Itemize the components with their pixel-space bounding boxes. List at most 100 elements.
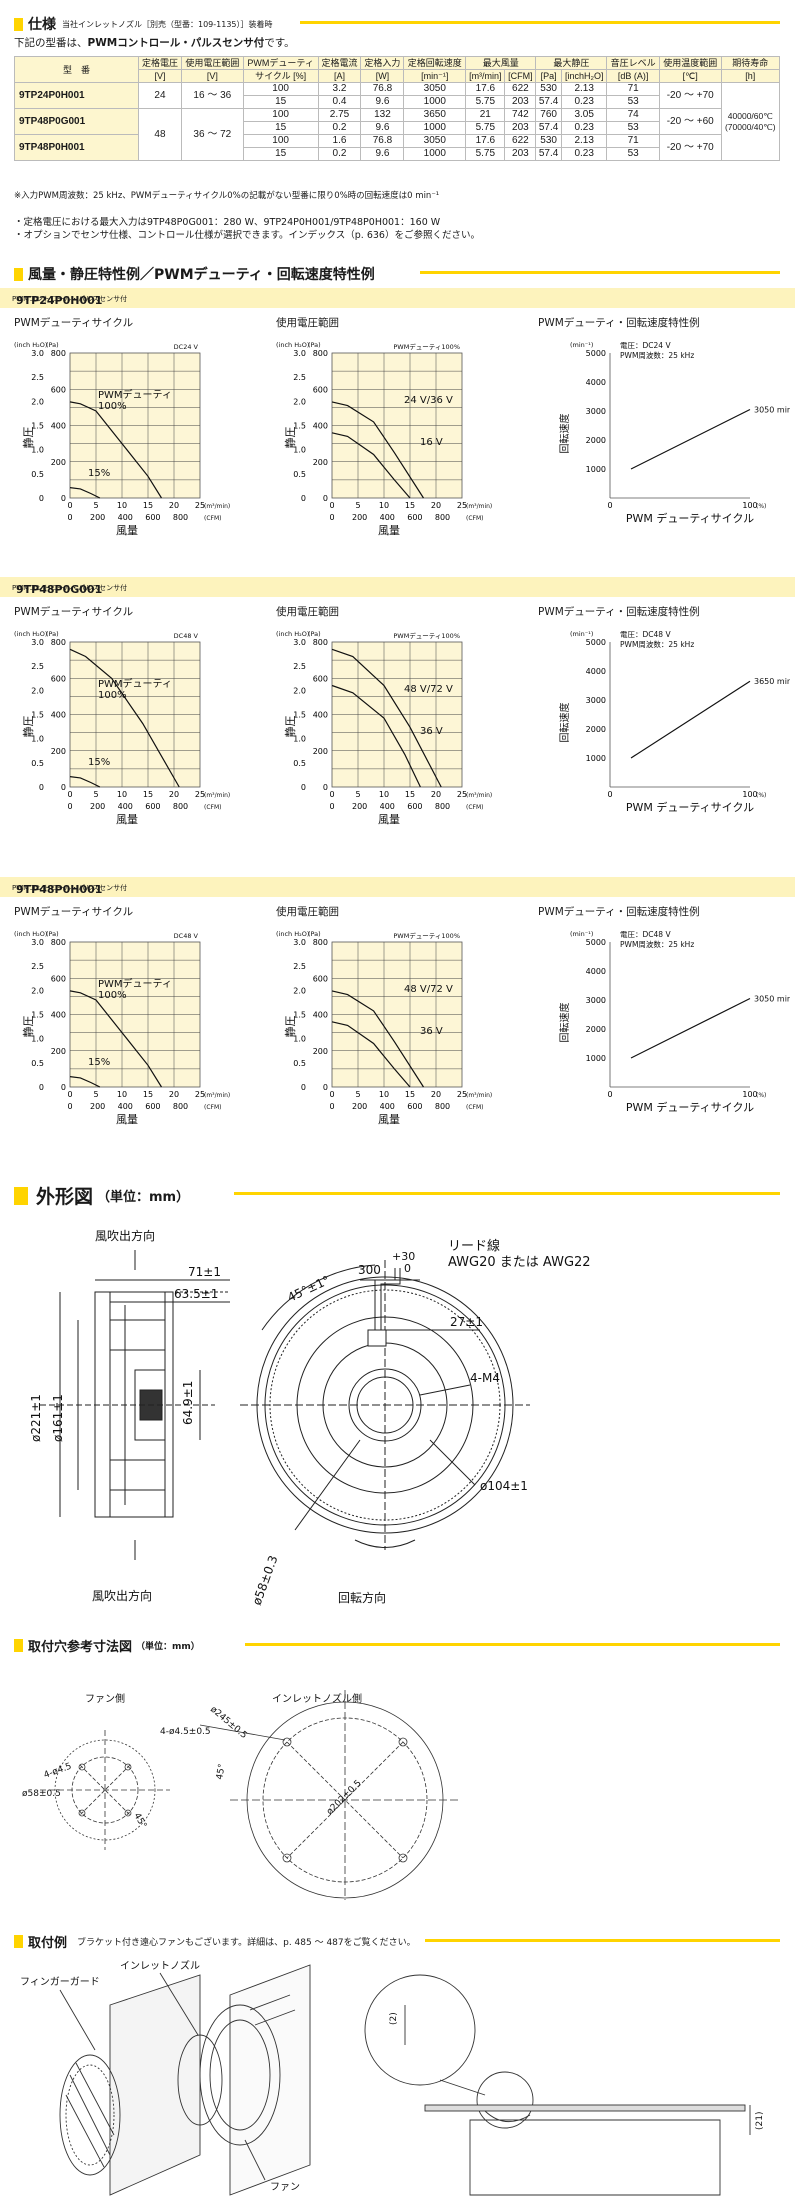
tick-label: 600 <box>407 802 422 811</box>
tick-label: 400 <box>51 422 66 431</box>
th-life: 期待寿命 <box>720 56 781 70</box>
cell: 15 <box>242 95 319 109</box>
tick-label: 0 <box>301 783 306 792</box>
detail-callout <box>364 1974 476 2086</box>
label-lead: リード線 <box>448 1238 500 1254</box>
mount-header: 取付穴参考寸法図 （単位：mm） <box>14 1636 200 1655</box>
example-header: 取付例 ブラケット付き遠心ファンもございます。詳細は、p. 485 ～ 487を… <box>14 1932 416 1951</box>
cell: 760 <box>535 108 562 122</box>
tick-label: 10 <box>117 790 127 799</box>
tick-label: 800 <box>173 802 188 811</box>
curves-header: 風量・静圧特性例／PWMデューティ・回転速度特性例 <box>14 264 375 284</box>
tick-label: 200 <box>352 513 367 522</box>
mount-unit: （単位：mm） <box>136 1642 200 1652</box>
label-pwm-duty: PWMデューティ <box>98 977 172 990</box>
cell: 21 <box>465 108 506 122</box>
tick-label: 20 <box>431 501 441 510</box>
chart-pwm-100: PWMデューティ100% <box>393 342 460 351</box>
x-axis-label: 風量 <box>378 813 400 826</box>
label-volt-hi: 48 V/72 V <box>404 684 453 695</box>
tick-label: 25 <box>195 501 205 510</box>
tick-label: 200 <box>352 1102 367 1111</box>
th-unit: [W] <box>360 69 405 83</box>
outline-drawing: 風吹出方向 風吹出方向 71±1 63.5±1 64.9±1 ø221±1 ø1… <box>29 1228 591 1607</box>
tick-label: 10 <box>117 501 127 510</box>
tick-label: 800 <box>435 1102 450 1111</box>
cell: -20 ～ +60 <box>658 108 722 135</box>
tick-label: 0 <box>67 1102 72 1111</box>
tick-label: 15 <box>405 790 415 799</box>
series-line <box>630 680 751 759</box>
th-model: 型 番 <box>14 56 139 83</box>
tick-label: 25 <box>457 501 467 510</box>
dim-45deg: 45°±1° <box>285 1273 332 1305</box>
tick-label: 600 <box>407 513 422 522</box>
label-volt-hi: 24 V/36 V <box>404 395 453 406</box>
axis-unit: (inch H₂O) <box>14 341 47 349</box>
tick-label: 25 <box>195 1090 205 1099</box>
chart-caption: PWMデューティサイクル <box>14 606 134 618</box>
axis-unit: (inch H₂O) <box>14 930 47 938</box>
chart-voltage: DC24 V <box>174 343 199 351</box>
y-axis-label: 静圧 <box>283 716 297 738</box>
th-unit: [CFM] <box>504 69 537 83</box>
axis-unit: (inch H₂O) <box>14 630 47 638</box>
dim-4x45: 4-ø4.5 <box>43 1762 73 1781</box>
th-voltage-range: 使用電圧範囲 <box>180 56 244 70</box>
outline-title: 外形図 <box>36 1186 94 1208</box>
label-fan-side: ファン側 <box>85 1692 125 1705</box>
tick-label: 2.0 <box>293 397 306 406</box>
tick-label: 0 <box>607 1090 612 1099</box>
tick-label: 1.5 <box>293 422 306 431</box>
model-cell: 9TP48P0H001 <box>14 134 139 161</box>
example-title: 取付例 <box>28 1936 68 1951</box>
label-volt-lo: 16 V <box>420 437 443 448</box>
label-speed-end: 3050 min⁻¹ <box>754 406 790 415</box>
tick-label: 0 <box>329 501 334 510</box>
spec-table: 型 番 定格電圧 使用電圧範囲 PWMデューティ 定格電流 定格入力 定格回転速… <box>14 56 781 161</box>
leader-line <box>419 1384 471 1396</box>
tick-label: 200 <box>313 458 328 467</box>
tick-label: 400 <box>118 1102 133 1111</box>
tick-label: 0 <box>607 790 612 799</box>
table-row: 15 0.4 9.6 1000 5.75 203 57.4 0.23 53 <box>15 95 780 109</box>
label-nozzle-side: インレットノズル側 <box>272 1692 362 1705</box>
cell: 100 <box>242 108 319 122</box>
chart-pwm-100: PWMデューティ100% <box>393 931 460 940</box>
tick-label: 5 <box>355 501 360 510</box>
th-speed: 定格回転速度 <box>403 56 467 70</box>
cell: 17.6 <box>465 82 506 96</box>
y-axis-label: 回転速度 <box>558 414 571 454</box>
cell: 100 <box>242 134 319 148</box>
tick-label: 200 <box>90 513 105 522</box>
dim-58: ø58±0.3 <box>250 1554 281 1607</box>
axis-unit: (m³/min) <box>204 503 230 510</box>
tick-label: 1.5 <box>31 422 44 431</box>
finger-guard-grid <box>65 2094 105 2168</box>
dim-300: 300 <box>358 1263 381 1277</box>
cell: 0.23 <box>560 121 608 135</box>
th-unit: [V] <box>180 69 244 83</box>
cell: 622 <box>504 82 537 96</box>
tick-label: 2.5 <box>293 373 306 382</box>
tick-label: 1.5 <box>31 1011 44 1020</box>
y-axis-label: 静圧 <box>283 1016 297 1038</box>
leader-line <box>159 1972 199 2036</box>
th-unit: [min⁻¹] <box>403 69 467 83</box>
axis-unit: (Pa) <box>308 341 321 349</box>
cell: 48 <box>138 108 182 161</box>
cell: 1000 <box>403 95 467 109</box>
th-unit: [m³/min] <box>465 69 506 83</box>
cell: 15 <box>242 121 319 135</box>
section-plate <box>424 2104 746 2112</box>
tick-label: 2.0 <box>293 986 306 995</box>
tick-label: 3.0 <box>31 938 44 947</box>
spec-intro: 下記の型番は、PWMコントロール・パルスセンサ付です。 <box>14 37 295 49</box>
chart-freq: PWM周波数：25 kHz <box>620 350 694 360</box>
table-row: 9TP48P0H001 100 1.6 76.8 3050 17.6 622 5… <box>14 134 780 161</box>
label-rotation: 回転方向 <box>338 1590 386 1605</box>
